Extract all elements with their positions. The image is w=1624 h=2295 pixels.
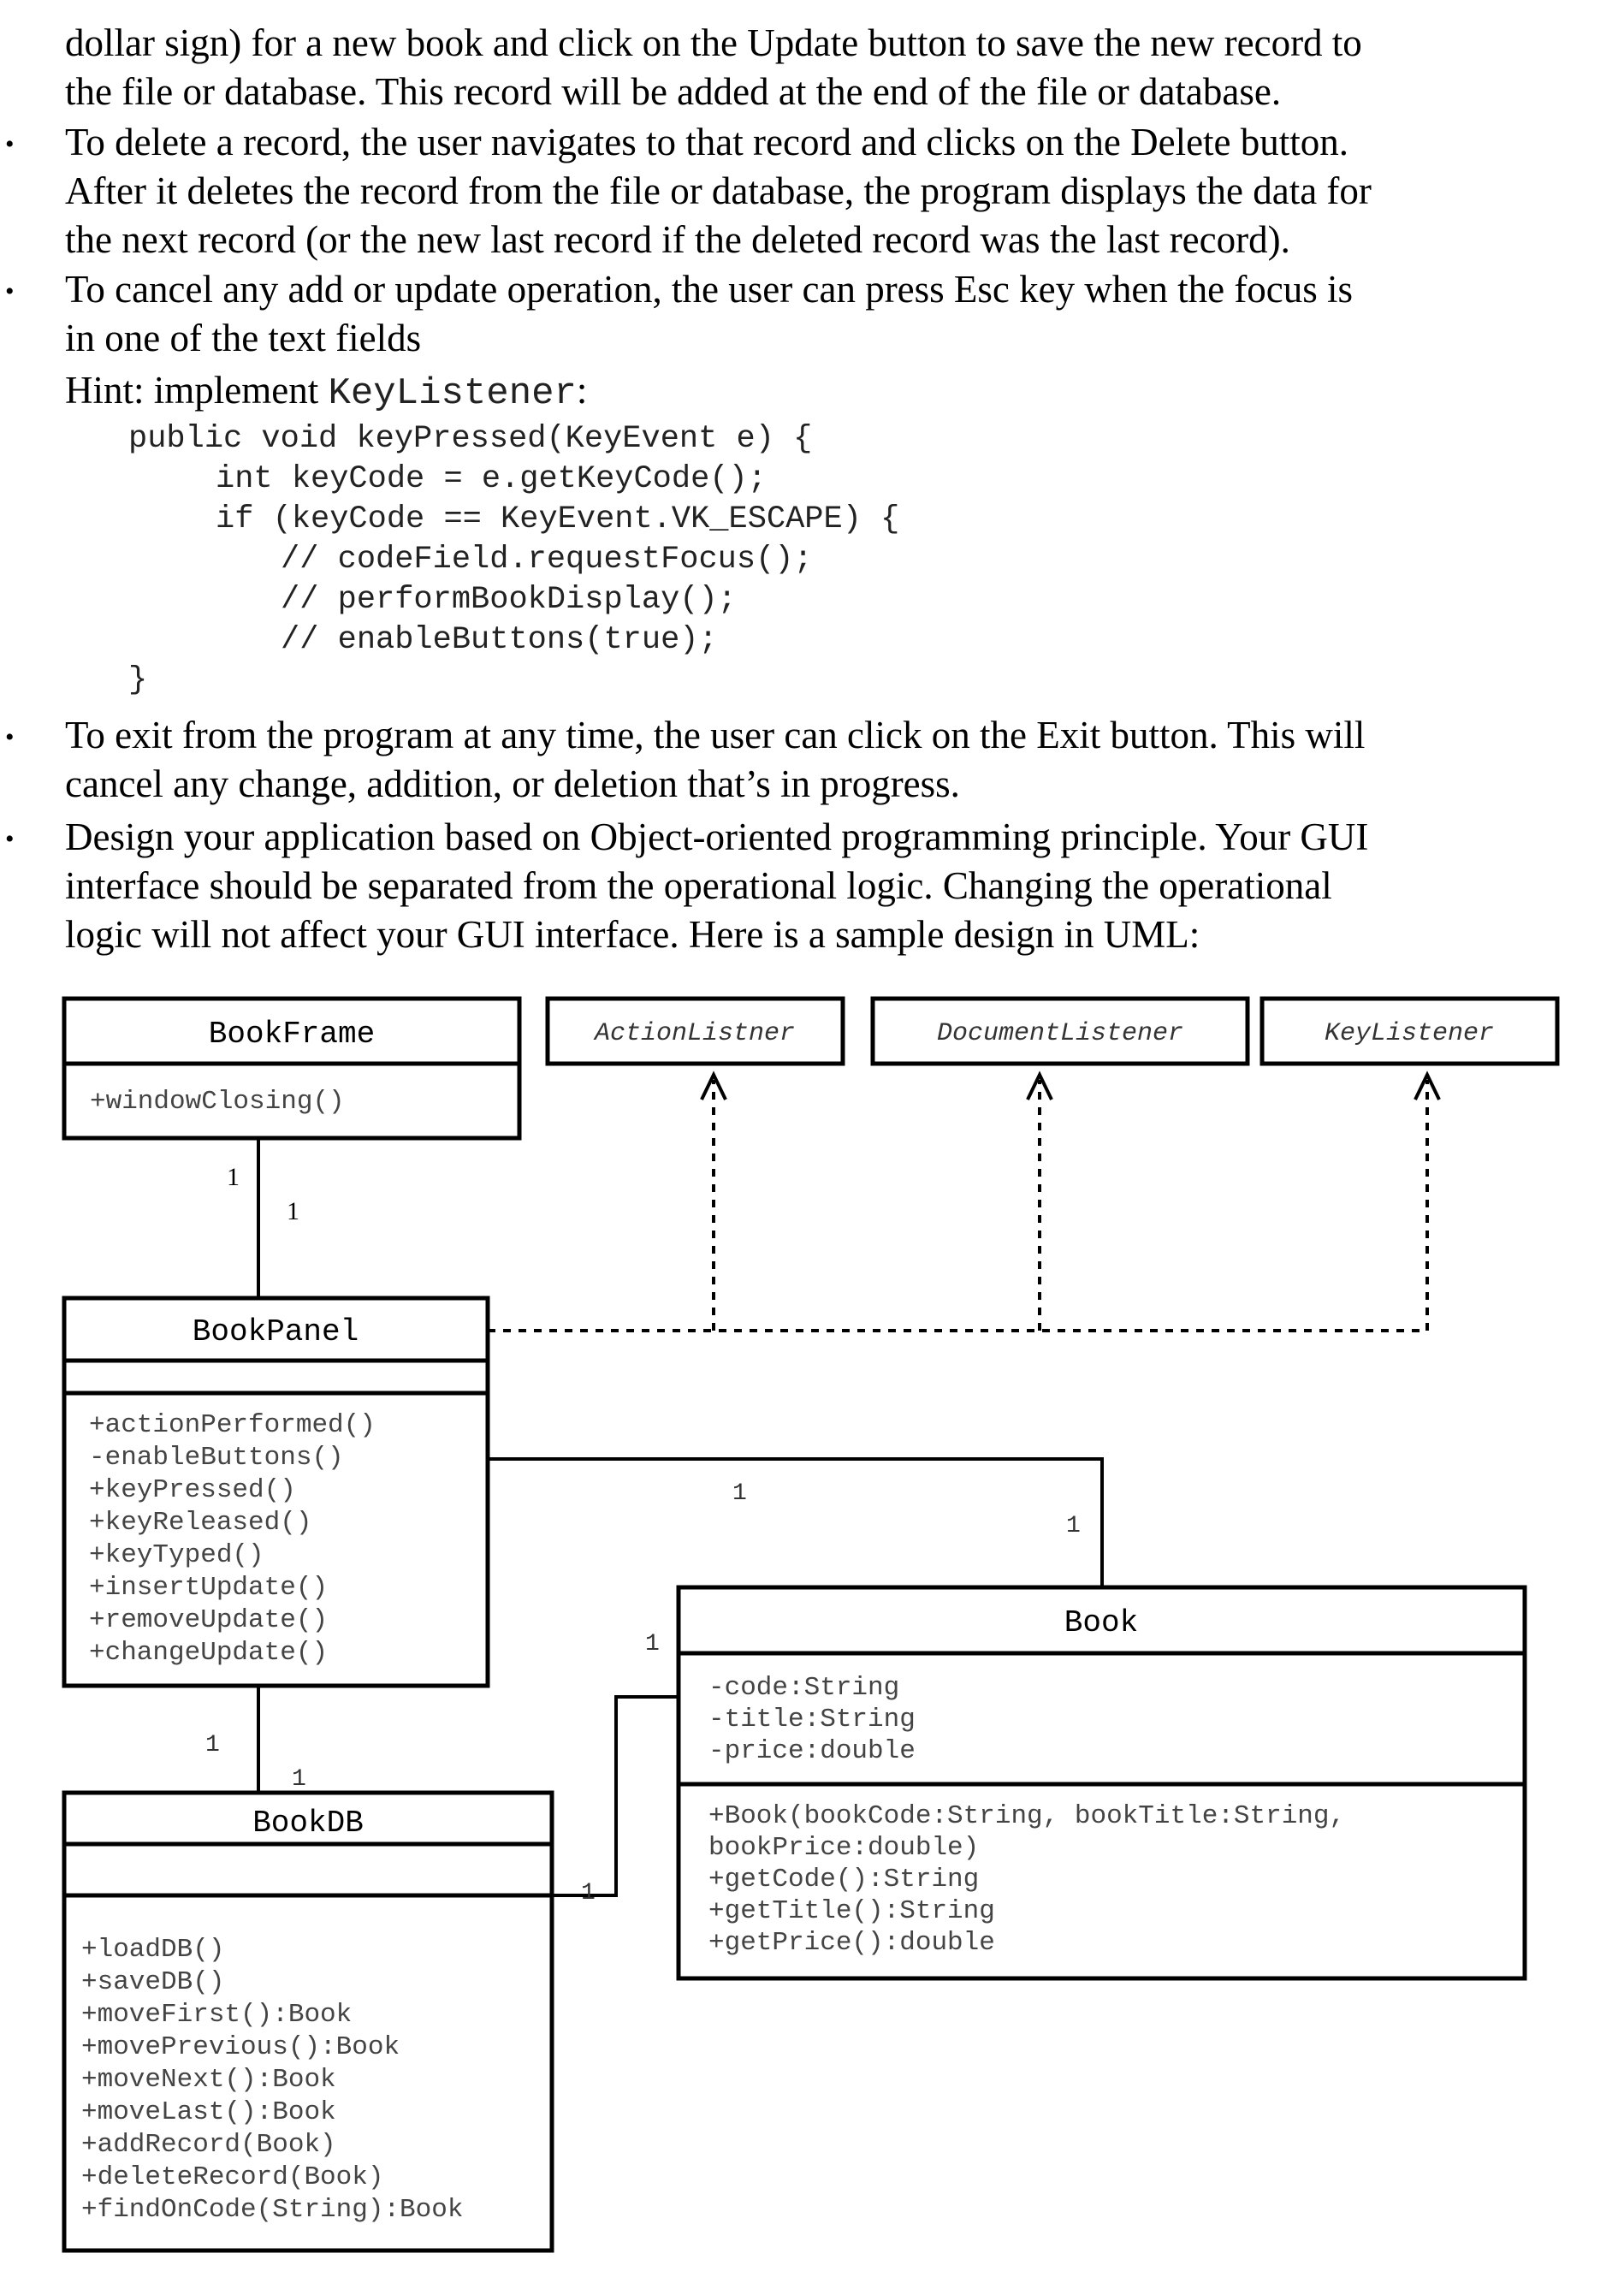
code-line: } bbox=[128, 662, 148, 698]
class-attribute: -title:String bbox=[708, 1705, 916, 1735]
class-method: +moveLast():Book bbox=[81, 2097, 336, 2127]
paragraph-continuation-line: the file or database. This record will b… bbox=[65, 70, 1282, 113]
class-method: +findOnCode(String):Book bbox=[81, 2195, 463, 2225]
class-method: +Book(bookCode:String, bookTitle:String, bbox=[708, 1801, 1345, 1831]
class-method: +getPrice():double bbox=[708, 1928, 995, 1958]
bullet-cancel-line: in one of the text fields bbox=[65, 317, 422, 359]
class-method: +getTitle():String bbox=[708, 1896, 995, 1926]
interface-actionlistener: ActionListner bbox=[545, 996, 845, 1066]
bullet-icon: • bbox=[5, 723, 15, 751]
class-method: +actionPerformed() bbox=[89, 1410, 376, 1440]
code-line: // enableButtons(true); bbox=[281, 622, 718, 658]
code-line: int keyCode = e.getKeyCode(); bbox=[216, 461, 767, 497]
association-panel-book bbox=[488, 1457, 1104, 1587]
class-method: +saveDB() bbox=[81, 1967, 224, 1997]
arrowhead-icon bbox=[700, 1070, 727, 1100]
class-attribute: -price:double bbox=[708, 1736, 916, 1766]
class-method: +insertUpdate() bbox=[89, 1573, 328, 1603]
multiplicity-label: 1 bbox=[292, 1766, 306, 1793]
hint-suffix: : bbox=[576, 369, 588, 412]
code-line: // performBookDisplay(); bbox=[281, 582, 737, 618]
class-method: +deleteRecord(Book) bbox=[81, 2162, 383, 2192]
class-method: +addRecord(Book) bbox=[81, 2130, 336, 2160]
bullet-cancel-line: To cancel any add or update operation, t… bbox=[65, 268, 1354, 311]
class-method: +keyReleased() bbox=[89, 1508, 311, 1538]
class-method: +removeUpdate() bbox=[89, 1605, 328, 1635]
class-name: BookDB bbox=[252, 1806, 364, 1841]
class-bookframe: BookFrame +windowClosing() bbox=[62, 996, 522, 1141]
bullet-delete-line: the next record (or the new last record … bbox=[65, 218, 1290, 261]
class-bookdb: BookDB +loadDB() +saveDB() +moveFirst():… bbox=[62, 1790, 554, 2253]
multiplicity-label: 1 bbox=[1066, 1513, 1081, 1539]
class-method: +keyTyped() bbox=[89, 1540, 264, 1570]
hint-code: KeyListener bbox=[328, 372, 577, 415]
interface-keylistener: KeyListener bbox=[1259, 996, 1560, 1066]
class-method: +moveNext():Book bbox=[81, 2065, 336, 2095]
arrowhead-icon bbox=[1414, 1070, 1441, 1100]
multiplicity-label: 1 bbox=[645, 1631, 660, 1658]
interface-name: KeyListener bbox=[1325, 1019, 1494, 1048]
association-db-book bbox=[552, 1695, 679, 1897]
bullet-icon: • bbox=[5, 825, 15, 853]
class-attribute: -code:String bbox=[708, 1673, 899, 1703]
bullet-exit-line: cancel any change, addition, or deletion… bbox=[65, 762, 960, 805]
class-method: +movePrevious():Book bbox=[81, 2032, 400, 2062]
class-name: BookFrame bbox=[209, 1017, 375, 1052]
multiplicity-label: 1 bbox=[227, 1163, 240, 1191]
multiplicity-label: 1 bbox=[205, 1732, 220, 1758]
bullet-delete-line: To delete a record, the user navigates t… bbox=[65, 121, 1349, 163]
code-line: // codeField.requestFocus(); bbox=[281, 542, 813, 578]
bullet-design-line: Design your application based on Object-… bbox=[65, 815, 1369, 858]
class-name: Book bbox=[1064, 1605, 1138, 1640]
arrowhead-icon bbox=[1026, 1070, 1053, 1100]
multiplicity-label: 1 bbox=[732, 1480, 747, 1507]
class-bookpanel: BookPanel +actionPerformed() -enableButt… bbox=[62, 1296, 490, 1688]
bullet-design-line: interface should be separated from the o… bbox=[65, 864, 1332, 907]
code-line: if (keyCode == KeyEvent.VK_ESCAPE) { bbox=[216, 501, 900, 537]
class-method: +getCode():String bbox=[708, 1865, 979, 1895]
multiplicity-label: 1 bbox=[581, 1880, 596, 1907]
class-book: Book -code:String -title:String -price:d… bbox=[676, 1585, 1527, 1981]
bullet-delete-line: After it deletes the record from the fil… bbox=[65, 169, 1372, 212]
interface-documentlistener: DocumentListener bbox=[870, 996, 1250, 1066]
paragraph-continuation-line: dollar sign) for a new book and click on… bbox=[65, 21, 1362, 64]
bullet-icon: • bbox=[5, 277, 15, 305]
multiplicity-label: 1 bbox=[287, 1197, 299, 1225]
interface-name: ActionListner bbox=[593, 1019, 795, 1048]
class-method: -enableButtons() bbox=[89, 1443, 344, 1473]
class-method: bookPrice:double) bbox=[708, 1833, 979, 1863]
class-method: +keyPressed() bbox=[89, 1475, 296, 1505]
hint-line: Hint: implement KeyListener: bbox=[65, 366, 587, 418]
hint-prefix: Hint: implement bbox=[65, 369, 329, 412]
code-line: public void keyPressed(KeyEvent e) { bbox=[128, 421, 813, 457]
class-method: +moveFirst():Book bbox=[81, 2000, 352, 2030]
class-name: BookPanel bbox=[193, 1314, 359, 1349]
bullet-exit-line: To exit from the program at any time, th… bbox=[65, 714, 1366, 756]
interface-name: DocumentListener bbox=[937, 1019, 1183, 1048]
bullet-icon: • bbox=[5, 130, 15, 158]
class-method: +loadDB() bbox=[81, 1935, 224, 1965]
bullet-design-line: logic will not affect your GUI interface… bbox=[65, 913, 1200, 956]
class-method: +changeUpdate() bbox=[89, 1638, 328, 1668]
class-method: +windowClosing() bbox=[90, 1087, 345, 1117]
